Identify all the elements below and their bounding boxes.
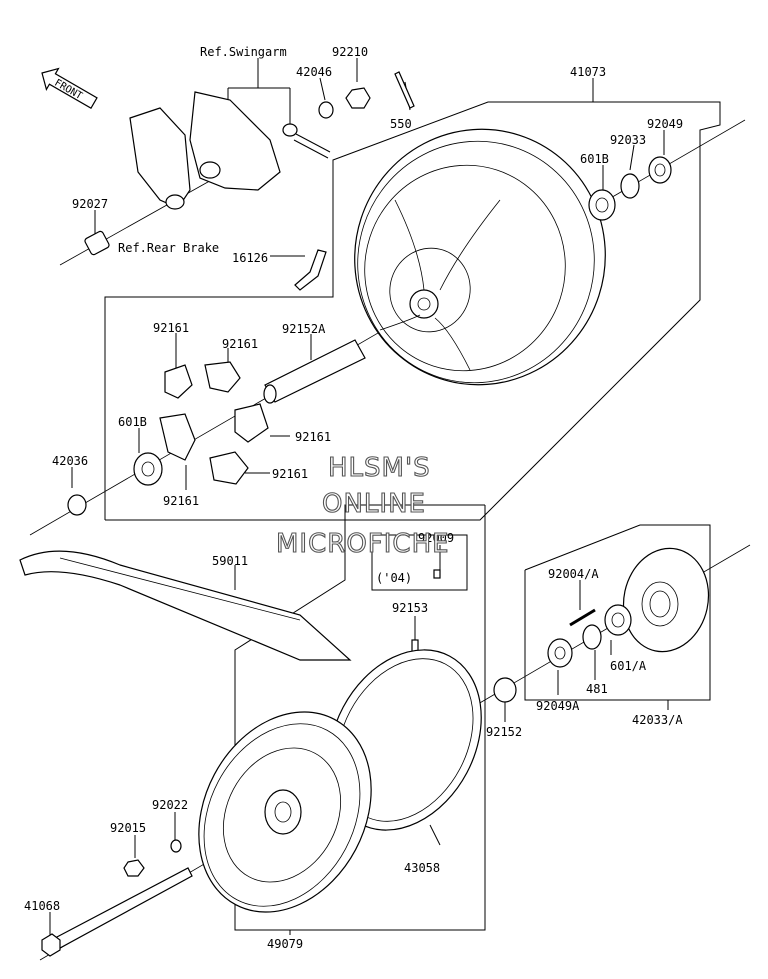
label-92027: 92027 [72, 197, 108, 211]
nut-92015 [123, 859, 145, 877]
label-04: ('04) [376, 571, 412, 585]
label-16126: 16126 [232, 251, 268, 265]
label-550: 550 [390, 117, 412, 131]
variant-box-04 [371, 534, 468, 591]
label-92161-a: 92161 [153, 321, 189, 335]
circlip-92033 [620, 173, 640, 199]
label-ref-swingarm: Ref.Swingarm [200, 45, 287, 59]
upper-assembly-frame [104, 101, 721, 521]
label-92161-d: 92161 [163, 494, 199, 508]
bearing-601b-left [133, 452, 163, 486]
stud-92004a [569, 608, 596, 627]
label-ref-rear-brake: Ref.Rear Brake [118, 241, 219, 255]
rear-wheel-41073 [354, 128, 606, 386]
label-601b-top: 601B [580, 152, 609, 166]
part-labels: Ref.Swingarm 92210 42046 550 41073 92049… [24, 45, 683, 951]
label-92022: 92022 [152, 798, 188, 812]
right-assembly-frame [524, 524, 711, 701]
label-92033: 92033 [610, 133, 646, 147]
label-92049a: 92049A [536, 699, 580, 713]
label-92004a: 92004/A [548, 567, 599, 581]
watermark-line-1: HLSM'S [328, 453, 431, 483]
swingarm-bracket [129, 91, 281, 210]
adjuster-hardware [282, 71, 415, 159]
label-42036: 42036 [52, 454, 88, 468]
front-arrow-icon: FRONT [41, 67, 98, 110]
label-42046: 42046 [296, 65, 332, 79]
label-92009: 92009 [418, 531, 454, 545]
bearing-601b-right [588, 189, 616, 221]
label-92161-c: 92161 [295, 430, 331, 444]
label-42033a: 42033/A [632, 713, 683, 727]
label-92161-b: 92161 [222, 337, 258, 351]
circlip-481 [582, 624, 602, 650]
label-49079: 49079 [267, 937, 303, 951]
bearing-601a [604, 604, 632, 636]
watermark-line-2: ONLINE [322, 489, 426, 519]
drive-belt-59011 [19, 550, 352, 661]
label-92152: 92152 [486, 725, 522, 739]
damper-92161 [159, 361, 269, 485]
label-92049: 92049 [647, 117, 683, 131]
collar-92152 [493, 677, 517, 703]
collar-42036 [67, 494, 87, 516]
label-601a: 601/A [610, 659, 647, 673]
watermark: HLSM'S ONLINE MICROFICHE [275, 452, 450, 559]
label-92015: 92015 [110, 821, 146, 835]
seal-92049a [547, 638, 573, 668]
collar-92027 [84, 230, 110, 256]
washer-92022 [170, 839, 182, 853]
label-41073: 41073 [570, 65, 606, 79]
label-59011: 59011 [212, 554, 248, 568]
valve-16126 [294, 249, 327, 291]
label-481: 481 [586, 682, 608, 696]
axle-41068 [41, 867, 193, 957]
label-92161-e: 92161 [272, 467, 308, 481]
bolt-92009 [433, 569, 441, 579]
sleeve-92152a [263, 339, 366, 404]
lower-assembly-frame [234, 504, 486, 931]
seal-92049 [648, 156, 672, 184]
pulley-49079 [198, 711, 372, 913]
label-92153: 92153 [392, 601, 428, 615]
label-92152a: 92152A [282, 322, 326, 336]
label-43058: 43058 [404, 861, 440, 875]
label-601b-left: 601B [118, 415, 147, 429]
watermark-line-3: MICROFICHE [276, 529, 450, 559]
sprocket-hub-42033a [622, 547, 710, 653]
label-92210: 92210 [332, 45, 368, 59]
label-41068: 41068 [24, 899, 60, 913]
